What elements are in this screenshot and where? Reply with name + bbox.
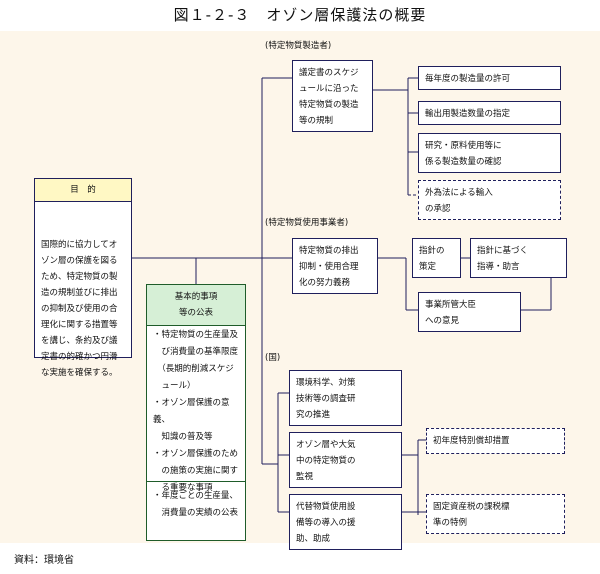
country-box-support: 代替物質使用設 備等の導入の援 助、助成 (289, 494, 402, 550)
user-guideline-box: 指針の 策定 (412, 238, 461, 278)
manufacturer-box: 議定書のスケジ ュールに沿った 特定物質の製造 等の規制 (292, 60, 373, 132)
basic-item-2: ・年度ごとの生産量、 消費量の実績の公表 (153, 491, 239, 518)
user-minister-box: 事業所管大臣 への意見 (418, 292, 521, 332)
user-box: 特定物質の排出 抑制・使用合理 化の努力義務 (292, 238, 378, 294)
manufacturer-item-1: 毎年度の製造量の許可 (418, 66, 561, 90)
label-country: (国) (265, 353, 281, 363)
purpose-body: 国際的に協力してオ ゾン層の保護を図る ため、特定物質の製 造の規制並びに排出 … (41, 240, 118, 378)
manufacturer-item-3: 研究・原料使用等に 係る製造数量の確認 (418, 133, 561, 173)
manufacturer-item-2: 輸出用製造数量の指定 (418, 101, 561, 125)
basic-item-1: ・特定物質の生産量及 び消費量の基準限度 （長期的削減スケジ ュール） ・オゾン… (153, 330, 239, 493)
figure-title: 図１-２-３ オゾン層保護法の概要 (173, 6, 427, 24)
user-guidance-box: 指針に基づく 指導・助言 (470, 238, 567, 278)
country-note-depreciation: 初年度特別償却措置 (426, 428, 565, 454)
purpose-box: 目 的 国際的に協力してオ ゾン層の保護を図る ため、特定物質の製 造の規制並び… (34, 178, 132, 378)
country-box-monitoring: オゾン層や大気 中の特定物質の 監視 (289, 432, 402, 488)
country-box-research: 環境科学、対策 技術等の調査研 究の推進 (289, 370, 402, 426)
basic-box: 基本的事項 等の公表 ・特定物質の生産量及 び消費量の基準限度 （長期的削減スケ… (146, 284, 246, 541)
source-note: 資料：環境省 (14, 555, 74, 566)
label-users: (特定物質使用事業者) (265, 218, 349, 228)
basic-heading: 基本的事項 等の公表 (147, 285, 245, 326)
label-manufacturers: (特定物質製造者) (265, 41, 332, 51)
manufacturer-item-4: 外為法による輸入 の承認 (418, 180, 561, 220)
country-note-property-tax: 固定資産税の課税標 準の特例 (426, 494, 565, 534)
purpose-heading: 目 的 (35, 179, 131, 202)
